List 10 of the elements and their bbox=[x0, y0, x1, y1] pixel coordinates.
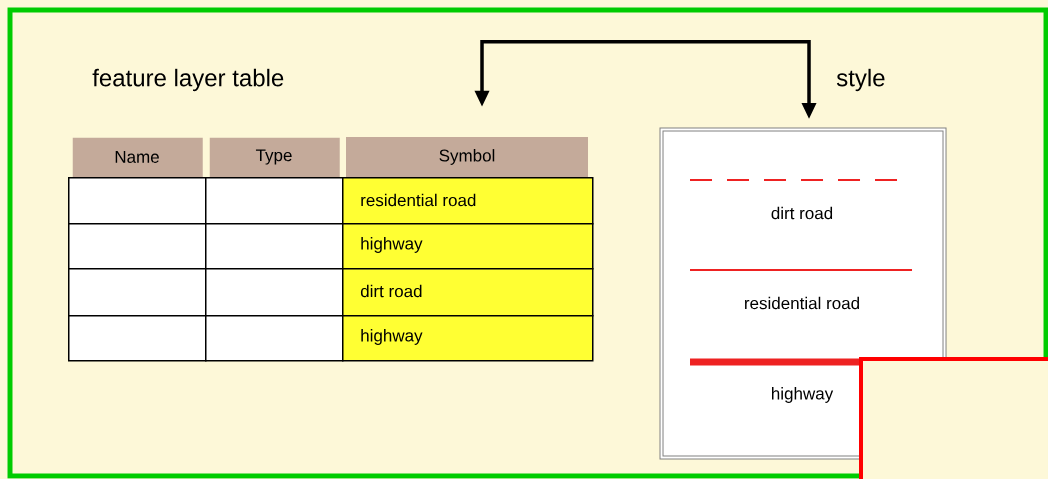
table-cell: highway bbox=[342, 315, 594, 362]
table-header: Name bbox=[72, 137, 203, 178]
table-cell: dirt road bbox=[342, 268, 594, 317]
legend-box: style dirt road residential road highway bbox=[659, 68, 947, 460]
table-title: feature layer table bbox=[92, 68, 284, 92]
table-cell: residential road bbox=[342, 177, 594, 225]
node-label: style bbox=[836, 68, 885, 92]
table-cell: highway bbox=[342, 223, 594, 270]
table-header: Type bbox=[209, 137, 340, 178]
table-header: Symbol bbox=[346, 137, 588, 177]
